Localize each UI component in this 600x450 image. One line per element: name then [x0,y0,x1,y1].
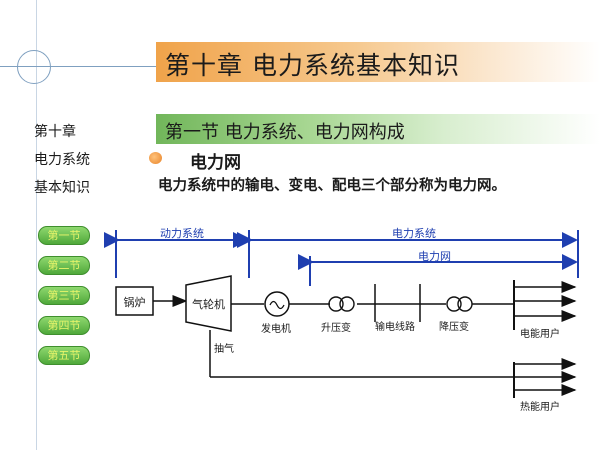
nav-button-section-1[interactable]: 第一节 [38,226,90,245]
bullet-icon [149,152,162,164]
decorative-vertical-line [36,0,37,450]
section-title: 第一节 电力系统、电力网构成 [165,122,405,143]
content-paragraph: 电力系统中的输电、变电、配电三个部分称为电力网。 [158,178,506,194]
label-generator: 发电机 [261,324,291,335]
sidebar-chapter-line-2: 电力系统 [34,152,90,168]
content-heading: 电力网 [190,153,241,173]
decorative-circle [17,50,51,84]
label-boiler: 锅炉 [123,296,146,309]
nav-button-section-5[interactable]: 第五节 [38,346,90,365]
label-step-up: 升压变 [321,323,351,334]
label-extraction: 抽气 [214,344,234,355]
sidebar-chapter-line-3: 基本知识 [34,180,90,196]
label-electric-users: 电能用户 [520,329,560,340]
decorative-horizontal-line [0,66,170,67]
step-up-transformer-icon [328,296,344,312]
label-power-system: 电力系统 [392,227,436,240]
label-transmission: 输电线路 [375,322,415,333]
chapter-title: 第十章 电力系统基本知识 [165,51,460,80]
label-dynamic-system: 动力系统 [160,227,204,240]
nav-button-section-3[interactable]: 第三节 [38,286,90,305]
step-down-transformer-icon [446,296,462,312]
nav-button-section-4[interactable]: 第四节 [38,316,90,335]
sidebar-chapter-line-1: 第十章 [34,124,76,140]
label-power-network: 电力网 [418,250,451,263]
section-title-bar [156,114,600,144]
turbine-shape [185,275,232,332]
chapter-title-bar [156,42,600,82]
label-step-down: 降压变 [439,322,469,333]
label-turbine: 气轮机 [192,298,225,311]
label-heat-users: 热能用户 [520,402,560,413]
nav-button-section-2[interactable]: 第二节 [38,256,90,275]
